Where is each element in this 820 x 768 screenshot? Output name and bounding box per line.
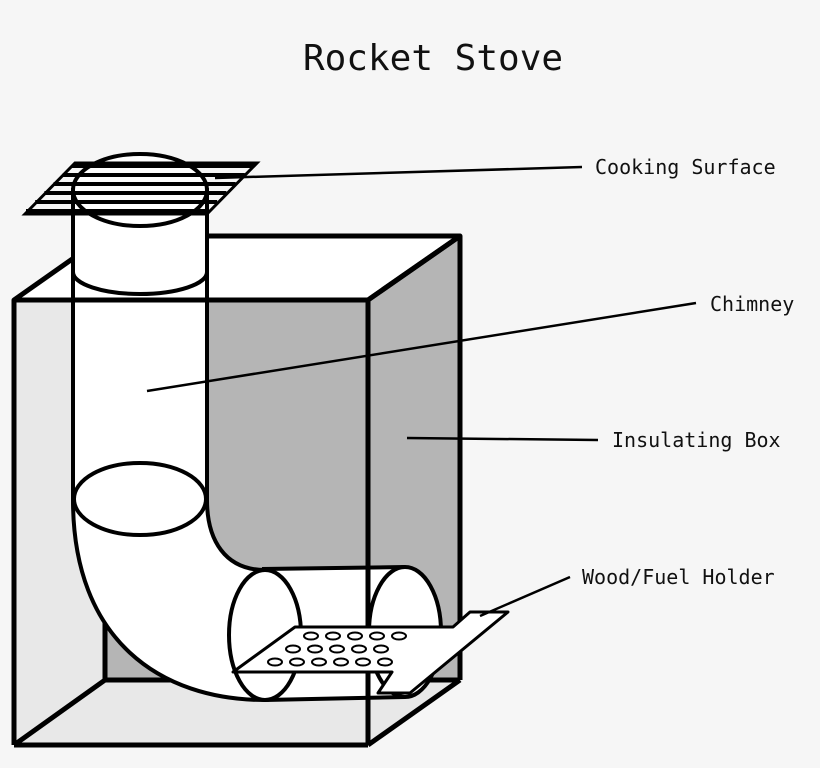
box-bottom-right-edge [366,677,462,748]
fuel-holder-hole [347,631,363,641]
label-cooking-surface: Cooking Surface [595,155,776,179]
box-top-right-edge [366,233,462,303]
fuel-holder-hole [307,644,323,654]
fuel-holder-hole [333,657,349,667]
page-title: Rocket Stove [303,38,563,79]
feed-tube-bottom-edge [264,695,406,702]
label-fuel-holder: Wood/Fuel Holder [582,565,775,589]
fuel-holder-shelf [231,610,510,695]
fuel-holder-hole [311,657,327,667]
fuel-holder-hole [369,631,385,641]
box-floor-edge [12,677,107,748]
cooking-grate [21,161,261,216]
fuel-holder-hole [391,631,407,641]
fuel-holder-holes [267,631,407,667]
box-front-edges [11,233,463,748]
fuel-holder-hole [373,644,389,654]
fuel-holder-hole [351,644,367,654]
feed-tube-top-edge [261,565,406,571]
chimney-top-opening [71,152,209,228]
fuel-holder-hole [289,657,305,667]
chimney-cross-section [72,461,208,537]
chimney-left-edge [71,255,266,702]
fuel-holder-hole [355,657,371,667]
fuel-holder-hole [325,631,341,641]
fuel-holder-hole [303,631,319,641]
label-chimney: Chimney [710,292,794,316]
leader-line-insulating-box [406,436,599,442]
leader-line-cooking-surface [214,165,583,180]
fuel-holder-hole [285,644,301,654]
grate-frame [21,161,261,216]
label-insulating-box: Insulating Box [612,428,781,452]
fuel-holder-hole [377,657,393,667]
fuel-holder-hole [267,657,283,667]
fuel-holder [231,610,510,695]
fuel-holder-hole [329,644,345,654]
leader-lines [146,165,697,618]
grate-bars [26,164,254,213]
leader-line-chimney [146,301,697,393]
leader-line-fuel-holder [479,575,571,618]
